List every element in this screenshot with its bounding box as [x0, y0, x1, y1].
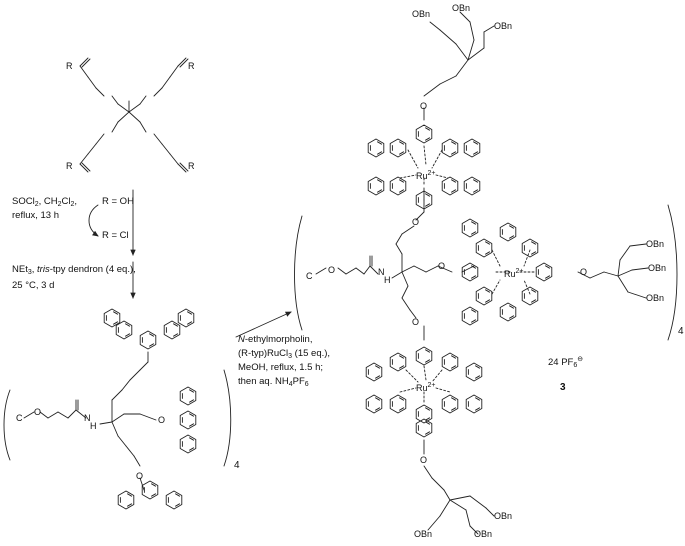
- step3-reagents-line4: then aq. NH4PF6: [238, 376, 309, 388]
- intermediate-multiplier: 4: [234, 460, 240, 471]
- product-structure: [294, 11, 678, 535]
- ru-center: Ru2+: [504, 268, 524, 279]
- intermediate-o3: O: [136, 471, 144, 481]
- compound-number: 3: [560, 382, 566, 393]
- step3-reagents-line2: (R-typ)RuCl3 (15 eq.),: [238, 348, 331, 360]
- product-o-top: O: [420, 101, 428, 111]
- product-nh: H: [384, 275, 391, 285]
- curved-arrow-activation: [88, 204, 99, 237]
- step1-reagents-line1: SOCl2, CH2Cl2,: [12, 196, 78, 208]
- starting-material-structure: [79, 57, 189, 173]
- product-n: N: [378, 267, 385, 277]
- counterion-label: 24 PF6⊖: [548, 356, 584, 369]
- obn-bottom-2: OBn: [474, 529, 493, 539]
- r-equals-cl: R = Cl: [102, 230, 129, 241]
- product-o-bottom: O: [420, 455, 428, 465]
- arrow-step3: [235, 311, 292, 338]
- obn-right-3: OBn: [646, 293, 665, 303]
- product-o: O: [328, 265, 336, 275]
- ru-upper: Ru2+: [416, 170, 436, 181]
- obn-top-1: OBn: [412, 9, 431, 19]
- intermediate-nh: H: [90, 421, 97, 431]
- product-o-mid: O: [438, 261, 446, 271]
- obn-top-2: OBn: [452, 3, 471, 13]
- intermediate-n: N: [84, 413, 91, 423]
- product-multiplier: 4: [678, 326, 684, 337]
- intermediate-core-c: C: [16, 413, 23, 423]
- r-equals-oh: R = OH: [102, 196, 134, 207]
- obn-right-1: OBn: [646, 239, 665, 249]
- product-o-right: O: [580, 267, 588, 277]
- step2-reagents-line2: 25 °C, 3 d: [12, 280, 55, 291]
- start-r-lower-right: R: [188, 161, 195, 171]
- obn-top-3: OBn: [494, 21, 513, 31]
- step3-reagents-line1: N-ethylmorpholin,: [238, 334, 313, 345]
- product-o-lower: O: [412, 317, 420, 327]
- intermediate-o2: O: [158, 415, 166, 425]
- start-r-lower-left: R: [66, 161, 73, 171]
- step3-reagents-line3: MeOH, reflux, 1.5 h;: [238, 362, 324, 373]
- obn-right-2: OBn: [648, 263, 667, 273]
- start-r-upper-left: R: [66, 61, 73, 71]
- product-core-c: C: [306, 271, 313, 281]
- intermediate-o: O: [34, 407, 42, 417]
- ru-lower: Ru2+: [416, 382, 436, 393]
- start-r-upper-right: R: [188, 61, 195, 71]
- obn-bottom-1: OBn: [414, 529, 433, 539]
- step1-reagents-line2: reflux, 13 h: [12, 210, 59, 221]
- intermediate-structure: [3, 351, 232, 491]
- step2-reagents-line1: NEt3, tris-tpy dendron (4 eq.),: [12, 264, 136, 276]
- product-o-upper: O: [412, 217, 420, 227]
- obn-bottom-3: OBn: [494, 511, 513, 521]
